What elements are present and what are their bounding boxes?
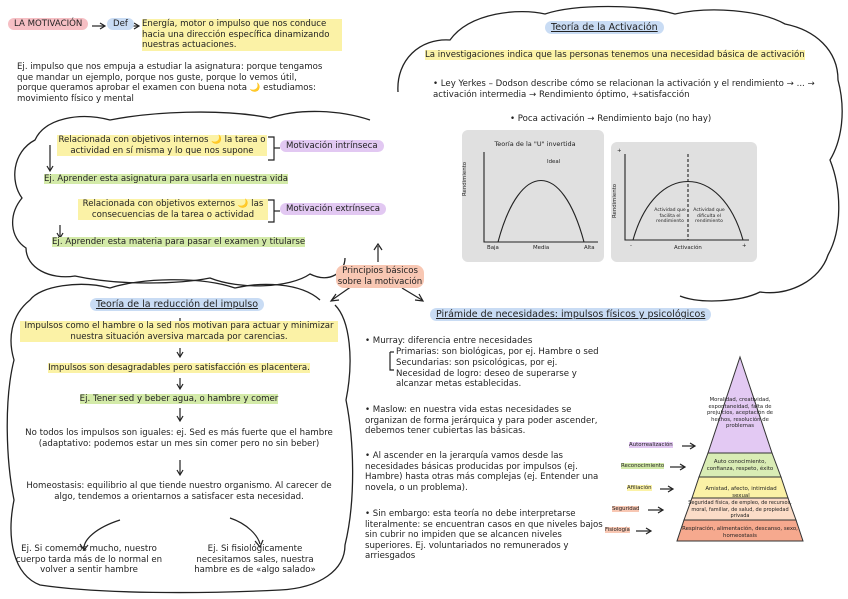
reduccion-p4: No todos los impulsos son iguales: ej. S… bbox=[25, 428, 333, 449]
piramide-maslow: • Maslow: en nuestra vida estas necesida… bbox=[365, 405, 598, 436]
graph2-plus-x: + bbox=[742, 243, 747, 249]
level-autorrealizacion-label: Autorrealización bbox=[629, 442, 673, 448]
graph2-right-note: Actividad que dificulta el rendimiento bbox=[693, 208, 725, 224]
level-seguridad-label: Seguridad bbox=[612, 506, 640, 512]
graph2-xlabel: Activación bbox=[674, 245, 702, 251]
reduccion-p2: Impulsos son desagradables pero satisfac… bbox=[48, 363, 310, 373]
reduccion-e2: Ej. Si fisiológicamente necesitamos sale… bbox=[194, 544, 316, 575]
graph2-ylabel: Rendimiento bbox=[612, 183, 618, 218]
level-fisiologia-desc: Respiración, alimentación, descanso, sex… bbox=[682, 526, 798, 539]
graph-activacion bbox=[611, 142, 757, 262]
definition-example: Ej. impulso que nos empuja a estudiar la… bbox=[17, 62, 323, 104]
piramide-ascender: • Al ascender en la jerarquía vamos desd… bbox=[365, 451, 599, 493]
activacion-title: Teoría de la Activación bbox=[545, 21, 664, 34]
piramide-murray: • Murray: diferencia entre necesidades bbox=[365, 336, 533, 346]
graph2-svg bbox=[624, 154, 749, 241]
extrinseca-label: Motivación extrínseca bbox=[280, 203, 387, 215]
intrinseca-example: Ej. Aprender esta asignatura para usarla… bbox=[44, 174, 289, 184]
reduccion-title: Teoría de la reducción del impulso bbox=[90, 298, 265, 311]
reduccion-p1: Impulsos como el hambre o la sed nos mot… bbox=[20, 321, 338, 342]
level-fisiologia-label: Fisiología bbox=[605, 527, 630, 533]
graph1-ylabel: Rendimiento bbox=[462, 161, 468, 196]
intrinseca-text: Relacionada con objetivos internos 🌙 la … bbox=[57, 135, 267, 156]
graph2-minus-x: - bbox=[630, 243, 632, 249]
definition-text: Energía, motor o impulso que nos conduce… bbox=[142, 19, 342, 51]
level-afiliacion-desc: Amistad, afecto, intimidad sexual bbox=[705, 486, 777, 499]
level-afiliacion-label: Afiliación bbox=[627, 485, 652, 491]
level-reconocimiento-desc: Auto conocimiento, confianza, respeto, é… bbox=[706, 459, 774, 472]
level-seguridad-desc: Seguridad física, de empleo, de recursos… bbox=[688, 500, 792, 519]
activacion-yerkes: • Ley Yerkes – Dodson describe cómo se r… bbox=[433, 79, 815, 100]
graph2-left-note: Actividad que facilita el rendimiento bbox=[654, 208, 686, 224]
extrinseca-example: Ej. Aprender esta materia para pasar el … bbox=[52, 237, 306, 247]
graph1-peak: Ideal bbox=[547, 159, 561, 165]
activacion-intro: La investigaciones indica que las person… bbox=[425, 50, 805, 60]
graph1-tick-baja: Baja bbox=[487, 245, 499, 251]
piramide-primarias: Primarias: son biológicas, por ej. Hambr… bbox=[396, 347, 599, 357]
piramide-title: Pirámide de necesidades: impulsos físico… bbox=[430, 308, 712, 321]
maslow-pyramid bbox=[676, 355, 804, 542]
graph1-title: Teoría de la "U" invertida bbox=[494, 140, 576, 148]
reduccion-e1: Ej. Si comemos mucho, nuestro cuerpo tar… bbox=[15, 544, 163, 575]
graph1-tick-media: Media bbox=[533, 245, 550, 251]
reduccion-p3: Ej. Tener sed y beber agua, o hambre y c… bbox=[79, 394, 279, 404]
def-label: Def bbox=[107, 18, 134, 30]
level-reconocimiento-label: Reconocimiento bbox=[621, 463, 665, 469]
activacion-poca: • Poca activación → Rendimiento bajo (no… bbox=[510, 114, 712, 124]
principios-label: Principios básicos sobre la motivación bbox=[336, 265, 424, 288]
graph-u-invertida bbox=[462, 130, 604, 262]
reduccion-p5: Homeostasis: equilibrio al que tiende nu… bbox=[26, 481, 332, 502]
graph1-tick-alta: Alta bbox=[584, 245, 595, 251]
level-autorrealizacion-desc: Moralidad, creatividad, espontaneidad, f… bbox=[706, 397, 774, 429]
intrinseca-label: Motivación intrínseca bbox=[280, 140, 384, 152]
motivacion-label: LA MOTIVACIÓN bbox=[8, 18, 89, 30]
graph2-plus-y: + bbox=[617, 148, 622, 154]
piramide-secundarias: Secundarias: son psicológicas, por ej. N… bbox=[396, 358, 577, 389]
extrinseca-text: Relacionada con objetivos externos 🌙 las… bbox=[78, 199, 268, 220]
piramide-sin-embargo: • Sin embargo: esta teoría no debe inter… bbox=[365, 509, 603, 561]
graph1-svg bbox=[483, 152, 598, 243]
